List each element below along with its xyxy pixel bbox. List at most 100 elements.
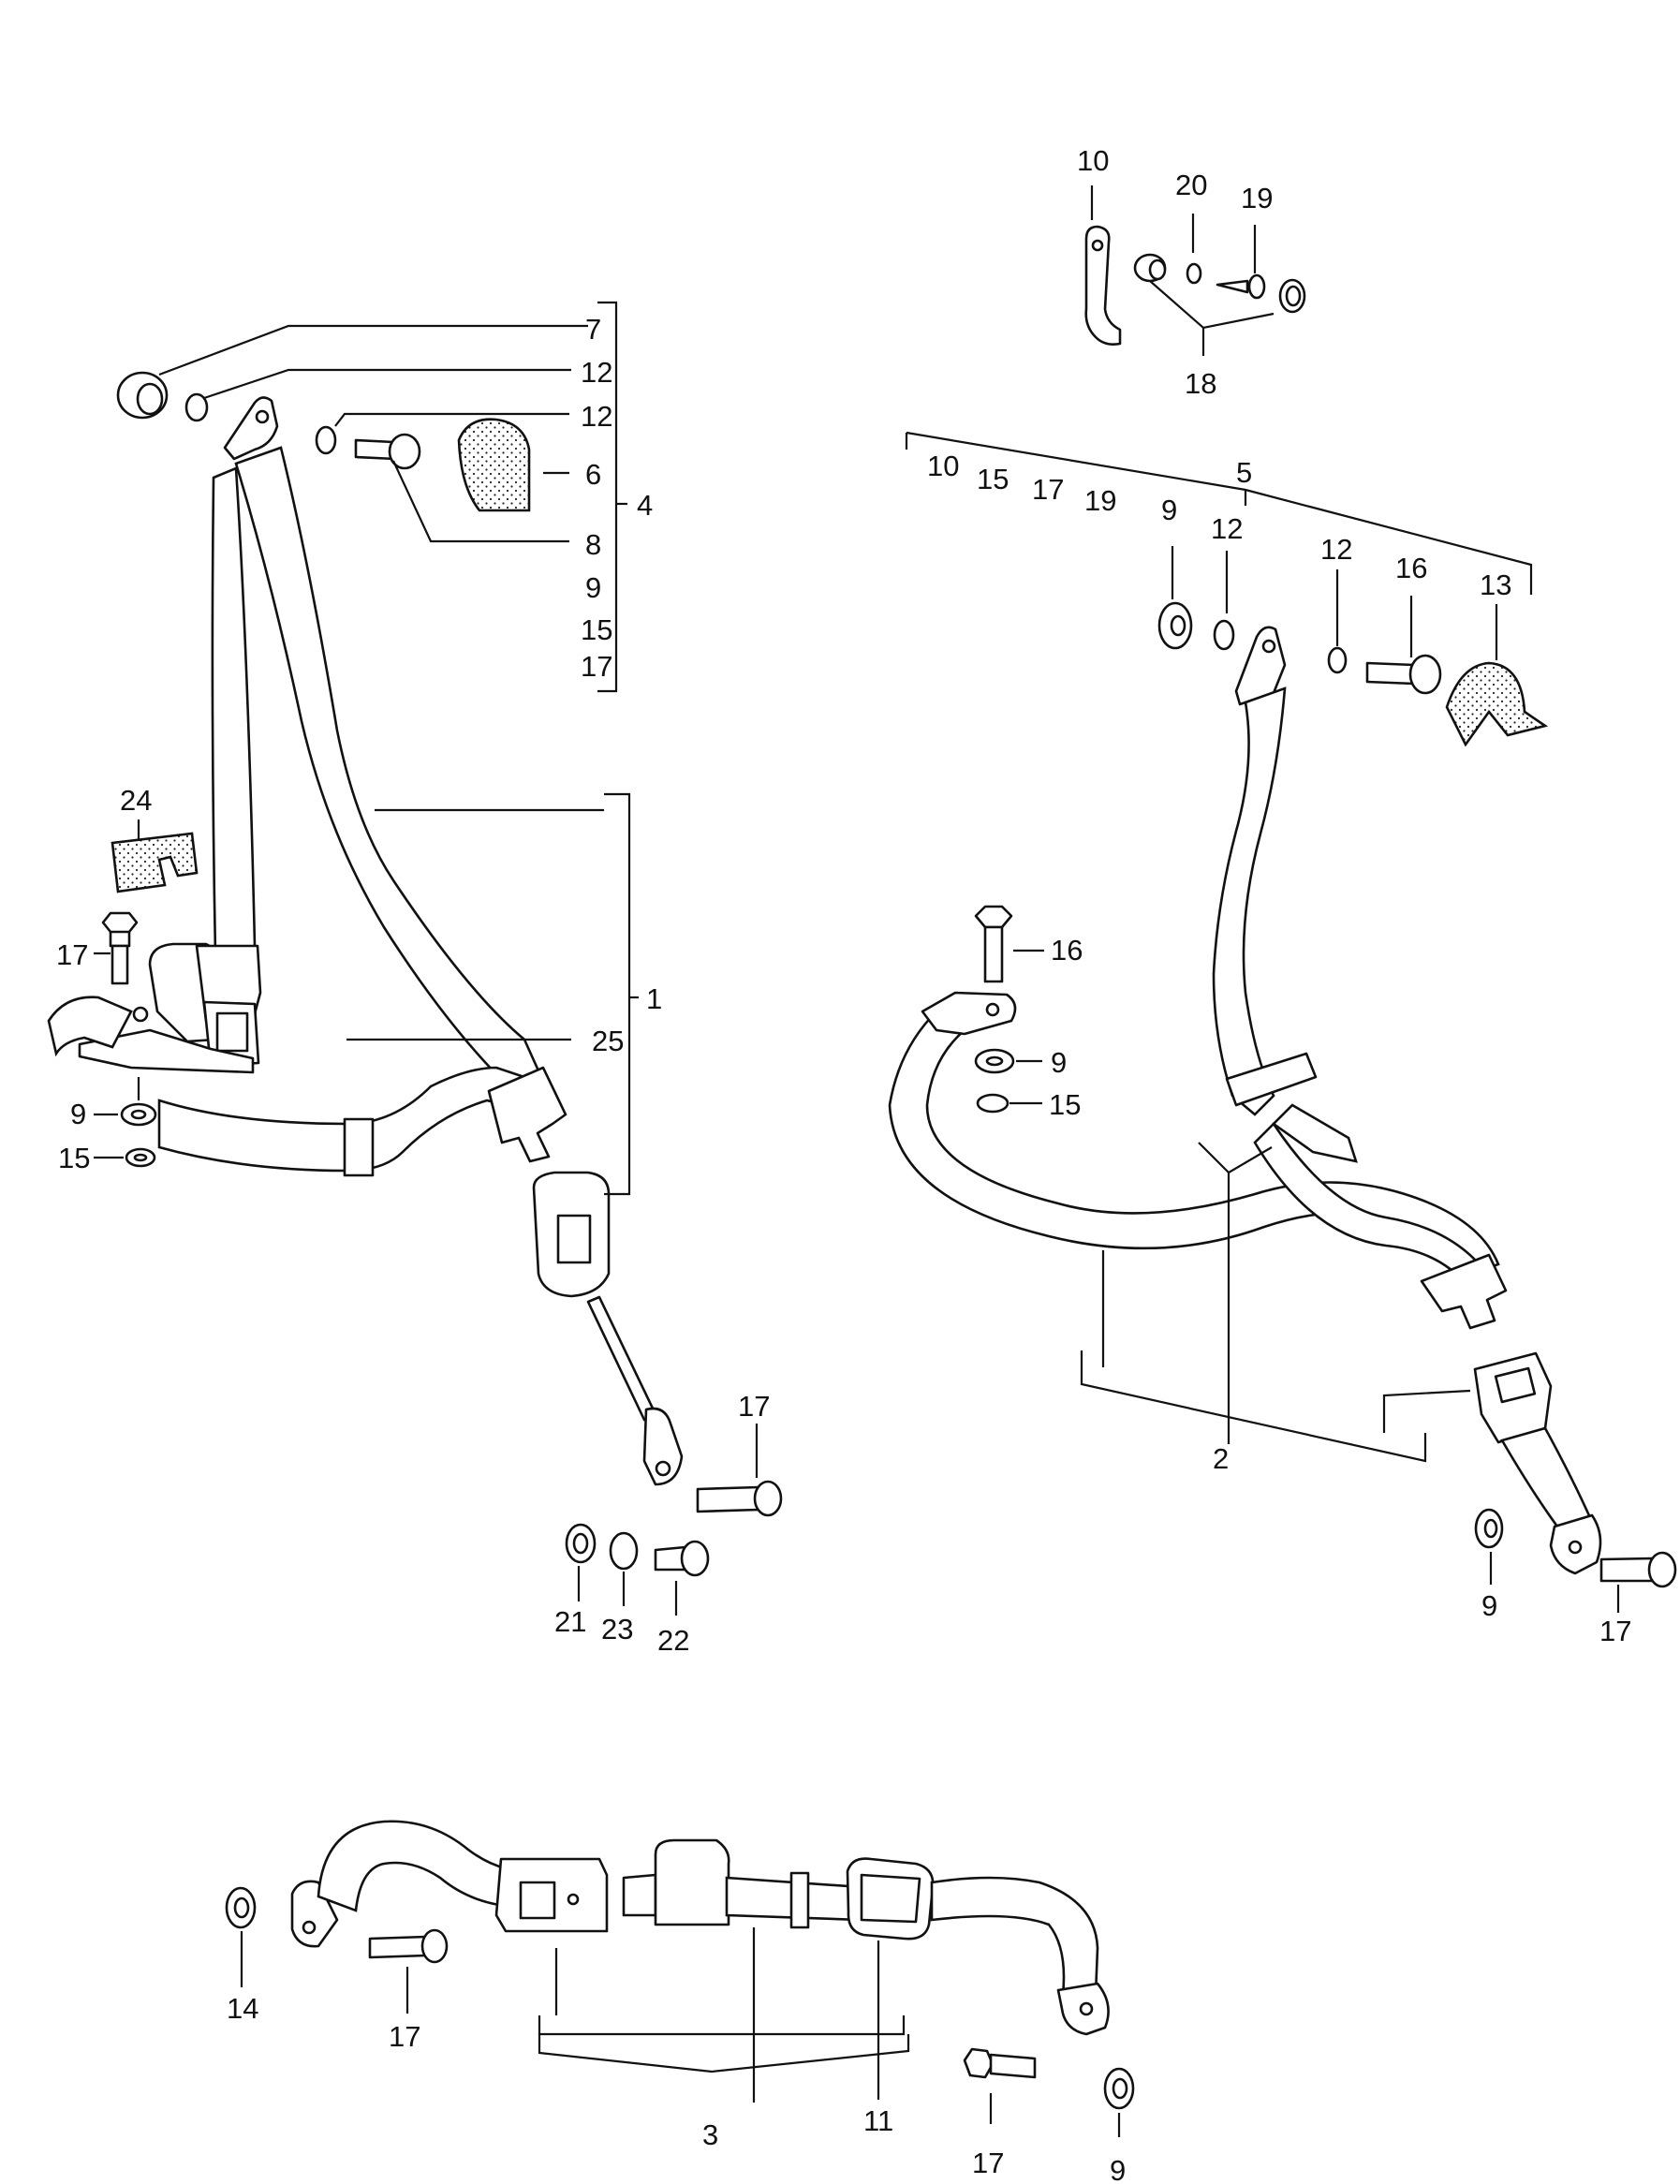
- lap-slide-clip: [789, 1871, 810, 1929]
- screw-22-head: [680, 1540, 710, 1577]
- lap-buckle-button: [519, 1881, 556, 1920]
- label-21: 21: [554, 1605, 586, 1638]
- label-9-c: 9: [1161, 494, 1177, 526]
- washer-15-right: [976, 1093, 1009, 1114]
- slider-clip: [343, 1117, 375, 1177]
- buckle-receiver-button: [556, 1214, 592, 1264]
- leader-lines: [94, 185, 1620, 2137]
- rear-buckle-button: [1494, 1366, 1537, 1404]
- washer-14-hole: [233, 1896, 250, 1919]
- label-14: 14: [227, 1992, 258, 2025]
- floor-bracket-hole: [132, 1006, 149, 1023]
- label-9-a: 9: [585, 571, 601, 604]
- rear-tongue: [1420, 1253, 1508, 1330]
- label-10-top: 10: [1077, 144, 1109, 177]
- label-17-d: 17: [1032, 473, 1064, 506]
- left-curl-strap: [47, 996, 133, 1057]
- bolt-17-lower-head: [753, 1480, 783, 1517]
- bolt-17-shank: [111, 944, 129, 985]
- hook-assembly-group: [1084, 225, 1306, 346]
- label-5: 5: [1236, 456, 1252, 489]
- label-18: 18: [1185, 367, 1216, 400]
- upper-anchor-plate: [223, 396, 279, 461]
- small-washer-20: [1186, 262, 1202, 285]
- lap-strap: [157, 1066, 526, 1173]
- label-17-a: 17: [581, 650, 612, 683]
- bolt-16-vertical-shank: [983, 925, 1004, 983]
- label-9-d: 9: [1051, 1046, 1067, 1079]
- label-16-b: 16: [1051, 934, 1083, 967]
- tapping-screw-19: [1216, 279, 1249, 294]
- label-13: 13: [1480, 568, 1511, 601]
- bolt-16-upper-head: [1408, 654, 1442, 695]
- washer-9-left-hole: [130, 1109, 147, 1120]
- bolt-17-lap-left: [368, 1935, 428, 1959]
- label-4: 4: [637, 489, 653, 522]
- label-15-d: 15: [1049, 1088, 1081, 1121]
- washer-23: [609, 1531, 639, 1571]
- label-17-g: 17: [972, 2147, 1004, 2179]
- lap-buckle-rivet: [567, 1893, 580, 1906]
- rear-adjuster: [1225, 1052, 1318, 1107]
- bolt-8-head: [388, 433, 421, 470]
- label-19-b: 19: [1084, 484, 1116, 517]
- upper-anchor-hole: [255, 409, 270, 424]
- lap-left-loop-strap: [317, 1820, 508, 1912]
- buckle-end-plate: [642, 1407, 684, 1486]
- lap-belt-group: [225, 1820, 1135, 2110]
- washer-12b: [315, 425, 337, 455]
- rear-upper-anchor-hole: [1261, 639, 1276, 654]
- buckle-cable: [586, 1295, 657, 1422]
- label-11: 11: [863, 2104, 893, 2137]
- bolt-17-vertical-head: [101, 911, 139, 934]
- label-16-a: 16: [1395, 552, 1427, 584]
- label-23: 23: [601, 1613, 633, 1645]
- bolt-17-lap-left-head: [420, 1928, 449, 1964]
- label-24: 24: [120, 784, 152, 817]
- label-9-b: 9: [70, 1098, 86, 1130]
- bush-21-hole: [572, 1532, 589, 1555]
- spacer-bush-7-end: [136, 382, 164, 416]
- label-12-b: 12: [581, 400, 612, 433]
- lap-adjuster-11-inner: [860, 1873, 921, 1924]
- vertical-strap: [211, 466, 257, 957]
- bolt-17-lap-right: [989, 2053, 1037, 2079]
- bolt-16-upper: [1365, 661, 1416, 686]
- cap-washer-18-inner: [1285, 285, 1302, 307]
- cover-cap-6: [457, 418, 531, 512]
- label-20: 20: [1175, 169, 1207, 201]
- washer-15-left-hole: [133, 1153, 148, 1162]
- label-3: 3: [702, 2118, 718, 2151]
- retractor-window: [215, 1011, 249, 1053]
- label-12-d: 12: [1320, 533, 1352, 566]
- lap-left-anchor-hole: [302, 1920, 317, 1935]
- rear-belt-group: [888, 601, 1677, 1588]
- front-belt-group: [47, 371, 783, 1577]
- cover-cap-13: [1445, 661, 1549, 747]
- label-22: 22: [657, 1624, 689, 1657]
- label-10-b: 10: [927, 450, 959, 482]
- bolt-17-lower-right: [1599, 1557, 1655, 1583]
- rear-diagonal-strap: [1212, 686, 1287, 1116]
- label-8: 8: [585, 528, 601, 561]
- bolt-17-lap-right-head: [963, 2047, 995, 2079]
- label-17-c: 17: [738, 1390, 770, 1423]
- hook-hole: [1091, 239, 1104, 252]
- rear-buckle-end-hole: [1568, 1540, 1583, 1555]
- label-17-e: 17: [1599, 1615, 1631, 1647]
- stipple-cover-24: [111, 832, 199, 893]
- washer-9-lap-right-hole: [1112, 2077, 1128, 2100]
- rear-floor-anchor: [921, 991, 1017, 1036]
- tapping-screw-head: [1247, 273, 1266, 300]
- diagonal-strap: [234, 446, 543, 1093]
- coat-hook-part: [1084, 225, 1122, 346]
- washer-9-right-mid-hole: [985, 1055, 1004, 1067]
- rear-strap-tail: [1271, 1103, 1358, 1163]
- label-15-c: 15: [977, 463, 1009, 495]
- label-12-a: 12: [581, 356, 612, 389]
- label-12-c: 12: [1211, 512, 1243, 545]
- lower-floor-bracket: [78, 1028, 255, 1074]
- tongue-buckle-25: [487, 1066, 567, 1163]
- label-1: 1: [646, 982, 662, 1015]
- bolt-17-lower: [696, 1485, 760, 1513]
